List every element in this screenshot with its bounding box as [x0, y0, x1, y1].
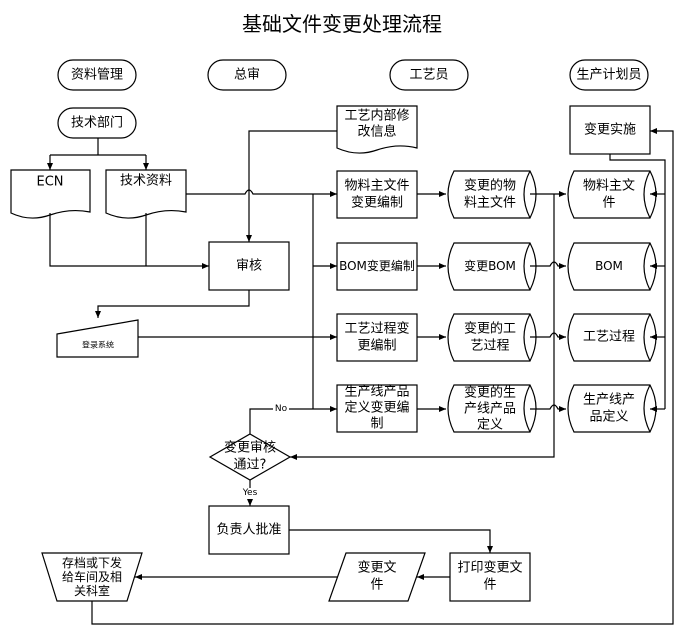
svg-text:生产线产: 生产线产 — [583, 393, 635, 408]
edge-craftinternal-to-review — [246, 130, 337, 242]
edge-decision-no — [249, 408, 313, 434]
svg-text:工艺内部修: 工艺内部修 — [344, 108, 409, 124]
svg-text:艺过程: 艺过程 — [470, 339, 509, 354]
svg-text:通过?: 通过? — [234, 458, 267, 473]
node-process-db: 工艺过程 — [567, 313, 657, 362]
node-tech-dept: 技术部门 — [57, 107, 137, 139]
edge-collector-to-decision — [290, 194, 555, 460]
connectors — [47, 128, 674, 625]
svg-text:件: 件 — [370, 578, 383, 593]
node-decision-diamond: 变更审核 通过? — [208, 433, 292, 481]
lane-header-production-planner: 生产计划员 — [569, 59, 649, 91]
svg-text:物料主文: 物料主文 — [583, 179, 635, 194]
svg-text:变更的生: 变更的生 — [464, 385, 516, 401]
svg-text:变更文: 变更文 — [357, 560, 396, 576]
node-changed-material-storage: 变更的物 料主文件 — [447, 170, 537, 219]
svg-text:变更审核: 变更审核 — [224, 440, 276, 456]
svg-text:工艺员: 工艺员 — [409, 68, 448, 83]
svg-text:改信息: 改信息 — [357, 124, 396, 140]
node-material-db: 物料主文 件 — [567, 170, 657, 219]
node-line-edit: 生产线产品 定义变更编 制 — [336, 384, 418, 433]
svg-text:给车间及相: 给车间及相 — [62, 569, 122, 584]
svg-text:存档或下发: 存档或下发 — [62, 555, 122, 570]
node-change-implement: 变更实施 — [569, 105, 651, 155]
svg-text:关科室: 关科室 — [74, 583, 110, 598]
lane-header-general-review: 总审 — [207, 59, 287, 91]
edge-ecn-to-review — [49, 213, 209, 269]
svg-text:变更的物: 变更的物 — [464, 178, 516, 194]
lane-header-data-management: 资料管理 — [57, 59, 137, 91]
no-label-bg — [273, 403, 289, 414]
node-changed-bom-storage: 变更BOM — [447, 242, 537, 291]
svg-text:更编制: 更编制 — [357, 339, 396, 354]
node-bom-db: BOM — [567, 242, 657, 291]
svg-text:件: 件 — [483, 578, 496, 593]
svg-text:总审: 总审 — [234, 68, 260, 83]
svg-text:变更BOM: 变更BOM — [464, 258, 516, 273]
svg-text:技术部门: 技术部门 — [71, 116, 123, 131]
edge-label-yes: Yes — [242, 488, 258, 498]
svg-text:工艺过程: 工艺过程 — [583, 330, 635, 345]
edge-review-to-login — [95, 290, 250, 318]
diagram-title: 基础文件变更处理流程 — [242, 12, 442, 36]
svg-text:BOM变更编制: BOM变更编制 — [339, 258, 415, 273]
node-approve: 负责人批准 — [208, 505, 290, 555]
node-print-change-doc: 打印变更文 件 — [449, 552, 531, 602]
node-line-db: 生产线产 品定义 — [567, 384, 657, 433]
edge-label-no: No — [275, 404, 288, 414]
node-changed-process-storage: 变更的工 艺过程 — [447, 313, 537, 362]
svg-text:变更的工: 变更的工 — [464, 321, 516, 337]
edge-implement-bus — [609, 154, 666, 409]
svg-text:打印变更文: 打印变更文 — [457, 560, 522, 576]
edge-techdept-split — [50, 138, 146, 156]
lane-header-craftsman: 工艺员 — [389, 59, 469, 91]
svg-text:件: 件 — [602, 196, 615, 211]
edge-archive-to-implement — [91, 128, 674, 625]
node-process-edit: 工艺过程变 更编制 — [336, 313, 418, 362]
node-tech-doc-document: 技术资料 — [105, 169, 187, 219]
svg-text:物料主文件: 物料主文件 — [344, 179, 409, 194]
node-material-edit: 物料主文件 变更编制 — [336, 170, 418, 219]
node-change-doc-io: 变更文 件 — [328, 552, 426, 602]
svg-text:审核: 审核 — [236, 259, 262, 274]
svg-text:变更编制: 变更编制 — [351, 195, 403, 211]
svg-text:料主文件: 料主文件 — [464, 196, 516, 211]
svg-text:负责人批准: 负责人批准 — [216, 523, 281, 538]
svg-text:品定义: 品定义 — [589, 410, 628, 425]
edge-approve-to-print — [289, 529, 493, 553]
svg-text:ECN: ECN — [36, 175, 63, 190]
svg-text:定义变更编: 定义变更编 — [344, 400, 409, 416]
svg-text:登录系统: 登录系统 — [82, 340, 114, 350]
svg-text:制: 制 — [370, 417, 383, 432]
svg-text:产线产品: 产线产品 — [464, 402, 516, 417]
svg-text:生产计划员: 生产计划员 — [576, 68, 641, 83]
node-craft-internal-document: 工艺内部修 改信息 — [336, 105, 418, 154]
node-review: 审核 — [208, 241, 290, 291]
svg-text:技术资料: 技术资料 — [120, 174, 172, 189]
node-changed-line-storage: 变更的生 产线产品 定义 — [447, 384, 537, 433]
yes-label-bg — [240, 488, 260, 499]
edge-techdoc-to-material-edit — [186, 189, 337, 197]
node-login-system: 登录系统 — [56, 319, 139, 358]
svg-text:工艺过程变: 工艺过程变 — [344, 321, 409, 337]
svg-text:变更实施: 变更实施 — [584, 122, 636, 138]
node-archive-distribute: 存档或下发 给车间及相 关科室 — [41, 552, 143, 602]
svg-text:BOM: BOM — [595, 259, 623, 273]
svg-text:生产线产品: 生产线产品 — [344, 385, 409, 400]
node-ecn-document: ECN — [10, 169, 91, 219]
node-bom-edit: BOM变更编制 — [336, 242, 418, 291]
svg-text:定义: 定义 — [477, 418, 503, 433]
svg-text:资料管理: 资料管理 — [71, 68, 123, 83]
